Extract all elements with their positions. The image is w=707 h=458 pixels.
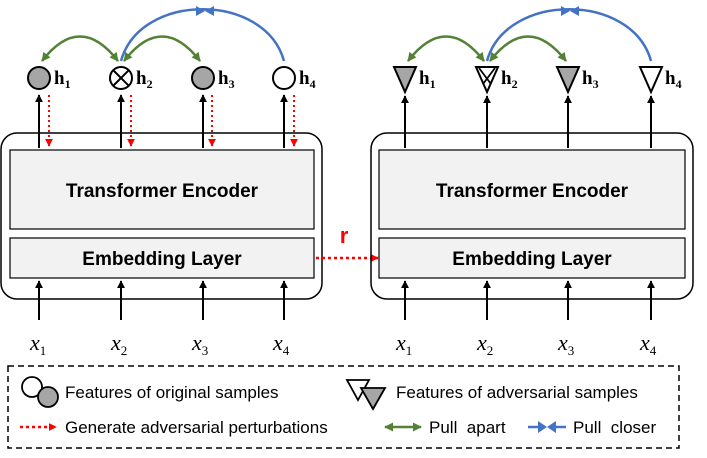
legend-adversarial: Features of adversarial samples (345, 379, 638, 411)
gray-circle-icon (27, 66, 51, 90)
svg-text:h2: h2 (136, 68, 153, 91)
right-model-frame (370, 132, 694, 300)
left-perturbation-arrows (45, 95, 298, 147)
legend-adversarial-label: Features of adversarial samples (396, 383, 638, 402)
left-model-frame (0, 132, 323, 300)
legend-pull-apart: Pull apart (384, 418, 506, 437)
right-transformer-encoder (378, 149, 686, 230)
svg-text:h1: h1 (54, 68, 71, 91)
right-input-arrows (401, 280, 655, 320)
perturbation-label: r (340, 223, 349, 248)
left-input-arrows (35, 280, 288, 320)
right-feature-h3: h3 (555, 66, 599, 95)
svg-text:h4: h4 (299, 68, 316, 91)
right-pull-apart-arc-2 (489, 35, 567, 62)
legend-original-label: Features of original samples (65, 383, 279, 402)
left-feature-h2: h2 (109, 66, 153, 91)
left-model: Transformer Encoder Embedding Layer h1 (0, 6, 323, 358)
left-pull-closer-arc (119, 8, 286, 62)
left-input-x3: x3 (191, 330, 208, 358)
legend-pull-apart-label: Pull apart (429, 418, 506, 437)
white-circle-icon (21, 376, 43, 398)
right-pull-closer-arc (485, 8, 653, 62)
legend-pull-closer: Pull closer (528, 418, 656, 437)
perturbation-connector: r (316, 223, 379, 262)
left-pull-closer-heads (196, 6, 214, 16)
svg-text:h4: h4 (665, 68, 682, 91)
right-input-x2: x2 (476, 330, 493, 358)
gray-circle-icon (37, 386, 59, 408)
right-embedding-label: Embedding Layer (452, 249, 612, 270)
left-pull-apart-arc-1 (41, 35, 119, 62)
legend-original: Features of original samples (21, 376, 279, 408)
left-feature-h4: h4 (272, 66, 316, 91)
right-input-x4: x4 (639, 330, 657, 358)
left-input-x1: x1 (29, 330, 46, 358)
right-pull-closer-heads (561, 6, 579, 16)
left-transformer-encoder (9, 149, 315, 230)
legend-perturbation: Generate adversarial perturbations (20, 418, 328, 437)
svg-text:h2: h2 (501, 68, 518, 91)
legend-perturbation-label: Generate adversarial perturbations (65, 418, 328, 437)
right-model: Transformer Encoder Embedding Layer h1 h… (370, 6, 694, 358)
gray-triangle-icon (555, 66, 581, 95)
left-input-x4: x4 (272, 330, 290, 358)
white-triangle-icon (638, 66, 664, 95)
gray-triangle-icon (359, 387, 387, 411)
right-feature-h4: h4 (638, 66, 682, 95)
right-embedding-layer (378, 237, 686, 279)
right-encoder-label: Transformer Encoder (436, 181, 629, 202)
right-pull-apart-arc-1 (407, 35, 485, 62)
gray-triangle-icon (392, 66, 418, 95)
gray-circle-icon (191, 66, 215, 90)
left-embedding-label: Embedding Layer (82, 249, 242, 270)
svg-text:h1: h1 (419, 68, 436, 91)
left-output-arrows (35, 94, 288, 148)
left-input-x2: x2 (110, 330, 127, 358)
left-feature-h1: h1 (27, 66, 71, 91)
svg-text:h3: h3 (218, 68, 235, 91)
left-pull-apart-arc-2 (123, 35, 201, 62)
left-feature-h3: h3 (191, 66, 235, 91)
right-output-arrows (401, 95, 655, 148)
legend-frame (7, 365, 680, 449)
right-feature-h2: h2 (474, 66, 518, 95)
legend-pull-closer-label: Pull closer (573, 418, 656, 437)
left-embedding-layer (9, 237, 315, 279)
right-feature-h1: h1 (392, 66, 436, 95)
left-encoder-label: Transformer Encoder (66, 181, 259, 202)
svg-text:h3: h3 (582, 68, 599, 91)
legend: Features of original samples Features of… (7, 365, 680, 449)
white-circle-icon (272, 66, 296, 90)
right-input-x3: x3 (557, 330, 574, 358)
right-input-x1: x1 (395, 330, 412, 358)
